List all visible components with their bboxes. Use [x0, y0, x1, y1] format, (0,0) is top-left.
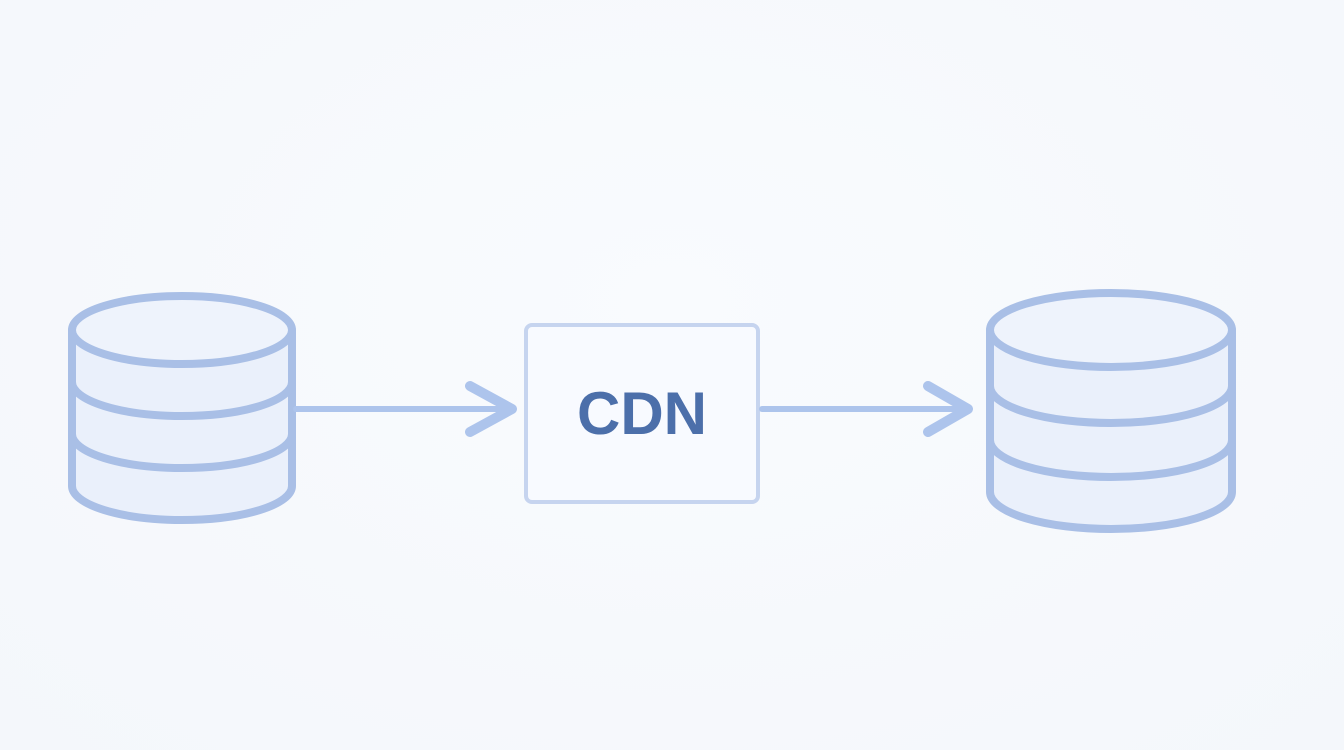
source-database-ring-2 [68, 433, 296, 472]
target-database-icon [986, 289, 1236, 533]
target-database-body [986, 326, 1236, 533]
target-database-ring-1 [986, 385, 1236, 427]
source-database-body [68, 326, 296, 524]
target-database-top [986, 289, 1236, 371]
source-database-top [68, 292, 296, 368]
cdn-label: CDN [577, 380, 707, 447]
target-database-ring-2 [986, 439, 1236, 481]
arrow-source-to-cdn-head [465, 381, 517, 437]
cdn-node: CDN [524, 323, 760, 504]
arrow-source-to-cdn [293, 381, 517, 437]
cdn-box [524, 323, 760, 504]
arrow-cdn-to-target [759, 381, 973, 437]
source-database-ring-1 [68, 381, 296, 420]
source-database-icon [68, 292, 296, 524]
arrow-cdn-to-target-head [923, 381, 973, 437]
